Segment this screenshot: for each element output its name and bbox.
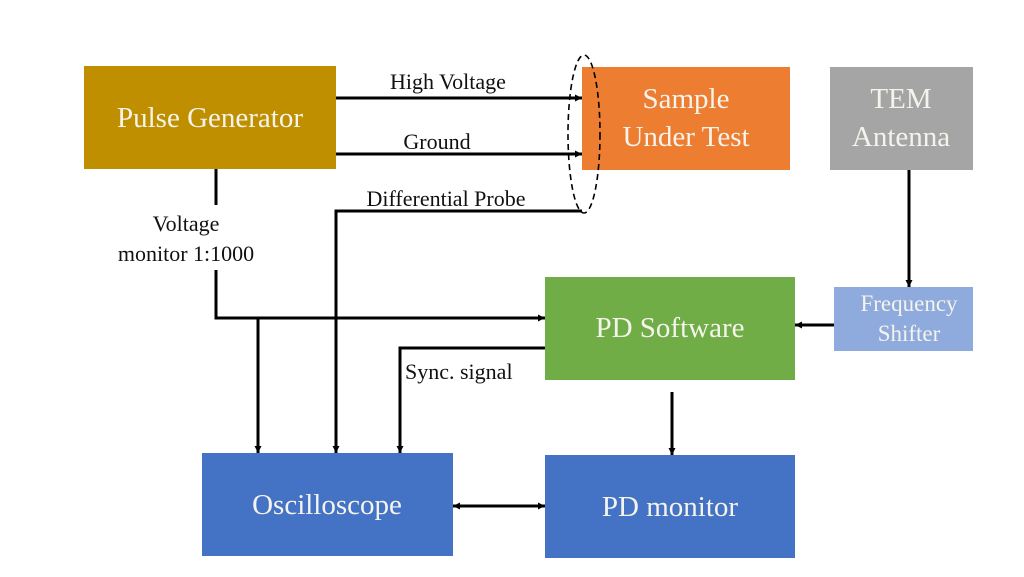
voltage-monitor-label-line2: monitor 1:1000 bbox=[118, 241, 254, 266]
block-background bbox=[830, 67, 973, 170]
frequency-shifter-label-line2: Shifter bbox=[878, 321, 941, 346]
tem-label-line1: TEM bbox=[870, 83, 931, 115]
pd-software-label: PD Software bbox=[595, 312, 744, 344]
block-background bbox=[834, 287, 973, 351]
sample-label-line1: Sample bbox=[643, 83, 730, 115]
block-background bbox=[202, 453, 453, 556]
tem-label-line2: Antenna bbox=[852, 121, 950, 153]
sample-under-test-block: Sample Under Test bbox=[582, 67, 790, 170]
sync-signal-arrow bbox=[396, 346, 545, 453]
block-background bbox=[84, 66, 336, 169]
pd-software-block: PD Software bbox=[545, 277, 795, 380]
ground-label: Ground bbox=[403, 129, 470, 154]
block-background bbox=[545, 277, 795, 380]
voltage-monitor-label-line1: Voltage bbox=[153, 211, 220, 236]
differential-probe-label: Differential Probe bbox=[366, 186, 525, 211]
oscilloscope-label: Oscilloscope bbox=[252, 489, 402, 521]
high-voltage-label: High Voltage bbox=[390, 69, 506, 94]
tem-antenna-block: TEM Antenna bbox=[830, 67, 973, 170]
sample-label-line2: Under Test bbox=[622, 121, 749, 153]
block-background bbox=[582, 67, 790, 170]
pulse-generator-label: Pulse Generator bbox=[117, 102, 303, 134]
frequency-shifter-label-line1: Frequency bbox=[860, 291, 958, 316]
sync-signal-label: Sync. signal bbox=[405, 359, 513, 384]
block-background bbox=[545, 455, 795, 558]
pd-monitor-block: PD monitor bbox=[545, 455, 795, 558]
voltage-monitor-to-pd-software-arrow bbox=[214, 270, 545, 322]
frequency-shifter-block: Frequency Shifter bbox=[834, 287, 973, 351]
pulse-generator-block: Pulse Generator bbox=[84, 66, 336, 169]
oscilloscope-block: Oscilloscope bbox=[202, 453, 453, 556]
differential-probe-line bbox=[332, 209, 582, 453]
pd-monitor-label: PD monitor bbox=[602, 491, 738, 523]
probe-dashed-ellipse bbox=[567, 54, 601, 214]
